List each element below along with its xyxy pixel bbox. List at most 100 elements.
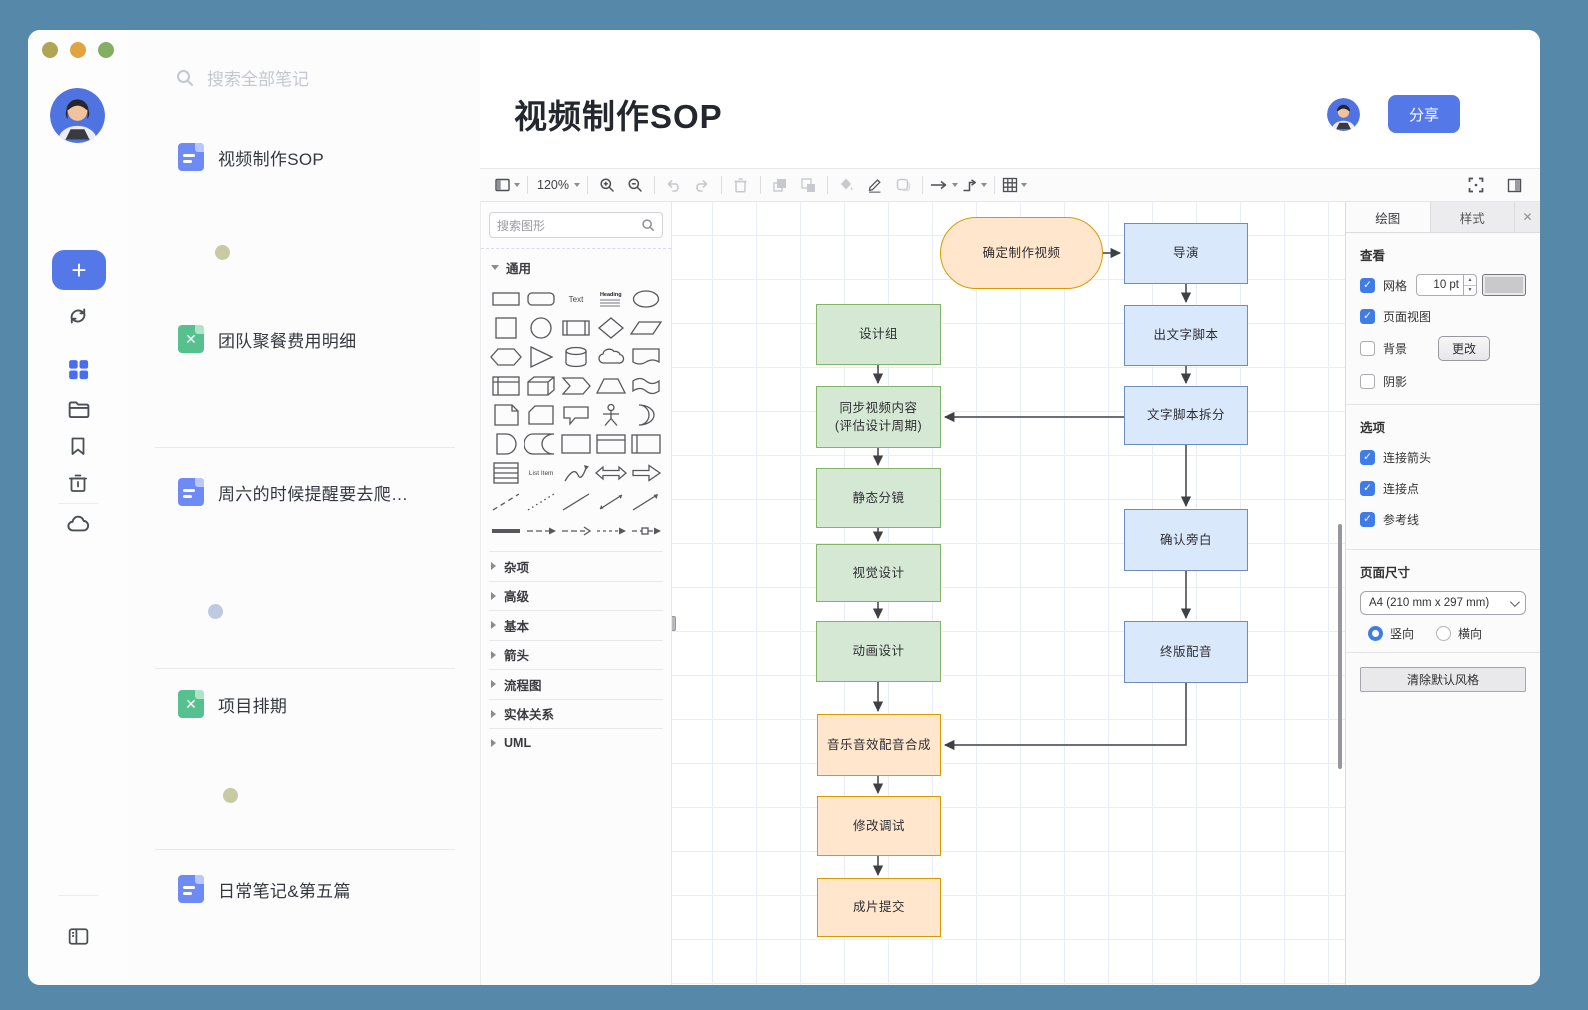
shape-callout[interactable] [559, 401, 594, 429]
shape-parallelogram[interactable] [628, 314, 663, 342]
tab-style[interactable]: 样式 [1429, 202, 1514, 232]
diagram-canvas[interactable]: 确定制作视频导演出文字脚本文字脚本拆分确认旁白终版配音 设计组同步视频内容(评估设… [672, 202, 1345, 985]
shape-circle[interactable] [524, 314, 559, 342]
shape-note[interactable] [489, 401, 524, 429]
checkbox-checked-icon[interactable]: ✓ [1360, 480, 1375, 496]
shape-trapezoid[interactable] [593, 372, 628, 400]
to-back-button[interactable] [796, 173, 820, 197]
fill-color-button[interactable] [835, 173, 859, 197]
shape-arrow-simple[interactable] [524, 517, 559, 545]
flowchart-node-script[interactable]: 出文字脚本 [1124, 305, 1248, 366]
zoom-in-button[interactable] [595, 173, 619, 197]
shape-list[interactable] [489, 459, 524, 487]
page-size-select[interactable]: A4 (210 mm x 297 mm) [1360, 591, 1526, 615]
window-close-button[interactable] [42, 42, 58, 58]
sidebar-item-trash[interactable] [65, 470, 91, 496]
collapse-sidebar-button[interactable] [65, 923, 91, 949]
shape-square[interactable] [489, 314, 524, 342]
flowchart-node-revise[interactable]: 修改调试 [817, 796, 941, 856]
shape-bidirectional-connector[interactable] [593, 488, 628, 516]
shape-arrow-box[interactable] [628, 517, 663, 545]
shape-rounded-rectangle[interactable] [524, 285, 559, 313]
shape-heading[interactable]: Heading [593, 285, 628, 313]
format-panel-toggle-button[interactable] [1502, 173, 1526, 197]
sidebar-item-folders[interactable] [65, 396, 91, 422]
delete-button[interactable] [729, 173, 753, 197]
undo-button[interactable] [662, 173, 686, 197]
shape-dotted-line[interactable] [524, 488, 559, 516]
shape-list-item[interactable]: List Item [528, 469, 554, 477]
panel-resize-handle[interactable] [672, 616, 676, 631]
grid-toggle-row[interactable]: ✓ 网格 10 pt ▲▼ [1360, 274, 1526, 296]
background-toggle-row[interactable]: 背景 更改 [1360, 336, 1526, 361]
section-杂项[interactable]: 杂项 [489, 551, 663, 581]
shape-directional-connector[interactable] [628, 488, 663, 516]
shape-diamond[interactable] [593, 314, 628, 342]
sync-button[interactable] [65, 303, 91, 329]
shape-data-storage[interactable] [524, 430, 559, 458]
section-流程图[interactable]: 流程图 [489, 669, 663, 699]
shape-or[interactable] [628, 401, 663, 429]
note-list-item[interactable]: ✕团队聚餐费用明细 [178, 325, 356, 353]
flowchart-node-director[interactable]: 导演 [1124, 223, 1248, 284]
option-row-连接箭头[interactable]: ✓连接箭头 [1360, 446, 1526, 468]
shape-link[interactable] [489, 517, 524, 545]
shape-rectangle[interactable] [489, 285, 524, 313]
clear-default-style-button[interactable]: 清除默认风格 [1360, 667, 1526, 692]
sidebar-item-dashboard[interactable] [65, 356, 91, 382]
shape-arrow-open[interactable] [559, 517, 594, 545]
shape-step[interactable] [559, 372, 594, 400]
radio-unselected-icon[interactable] [1436, 626, 1452, 641]
section-箭头[interactable]: 箭头 [489, 639, 663, 670]
shape-cylinder[interactable] [559, 343, 594, 371]
shape-document[interactable] [628, 343, 663, 371]
collaborator-avatar[interactable] [1327, 97, 1360, 131]
flowchart-node-voiceover[interactable]: 确认旁白 [1124, 509, 1248, 571]
zoom-level-dropdown[interactable]: 120% [535, 173, 580, 197]
canvas-scrollbar[interactable] [1338, 524, 1342, 769]
shadow-button[interactable] [891, 173, 915, 197]
shape-text[interactable]: Text [568, 294, 584, 304]
flowchart-node-script-split[interactable]: 文字脚本拆分 [1124, 386, 1248, 445]
shape-line[interactable] [559, 488, 594, 516]
view-button[interactable] [495, 173, 520, 197]
line-color-button[interactable] [863, 173, 887, 197]
checkbox-checked-icon[interactable]: ✓ [1360, 277, 1375, 293]
radio-selected-icon[interactable] [1368, 626, 1383, 641]
checkbox-checked-icon[interactable]: ✓ [1360, 511, 1375, 527]
flowchart-node-submit[interactable]: 成片提交 [817, 878, 941, 937]
zoom-out-button[interactable] [623, 173, 647, 197]
shape-bidirectional-arrow[interactable] [593, 459, 628, 487]
shadow-toggle-row[interactable]: 阴影 [1360, 370, 1526, 392]
section-general[interactable]: 通用 [489, 249, 663, 281]
shape-container[interactable] [559, 430, 594, 458]
to-front-button[interactable] [768, 173, 792, 197]
shape-arrow-dashed[interactable] [593, 517, 628, 545]
flowchart-node-sync[interactable]: 同步视频内容(评估设计周期) [816, 386, 941, 448]
checkbox-unchecked-icon[interactable] [1360, 341, 1375, 356]
shape-process[interactable] [559, 314, 594, 342]
window-zoom-button[interactable] [98, 42, 114, 58]
note-list-item[interactable]: 周六的时候提醒要去爬… [178, 478, 408, 506]
note-list-item[interactable]: 视频制作SOP [178, 143, 324, 171]
change-background-button[interactable]: 更改 [1437, 336, 1490, 361]
section-高级[interactable]: 高级 [489, 580, 663, 611]
shape-cube[interactable] [524, 372, 559, 400]
shape-arrow[interactable] [628, 459, 663, 487]
flowchart-node-final-dub[interactable]: 终版配音 [1124, 621, 1248, 683]
shape-cloud[interactable] [593, 343, 628, 371]
note-list-item[interactable]: 日常笔记&第五篇 [178, 875, 351, 903]
fullscreen-button[interactable] [1464, 173, 1488, 197]
option-row-参考线[interactable]: ✓参考线 [1360, 508, 1526, 530]
flowchart-node-visual[interactable]: 视觉设计 [816, 544, 941, 602]
table-button[interactable] [1002, 173, 1027, 197]
section-基本[interactable]: 基本 [489, 610, 663, 640]
grid-color-swatch[interactable] [1482, 274, 1526, 296]
orientation-portrait[interactable]: 竖向 [1368, 625, 1414, 642]
flowchart-node-start[interactable]: 确定制作视频 [940, 217, 1103, 289]
orientation-landscape[interactable]: 横向 [1436, 625, 1482, 642]
shape-triangle[interactable] [524, 343, 559, 371]
flowchart-node-design-team[interactable]: 设计组 [816, 304, 941, 365]
shape-vertical-container[interactable] [628, 430, 663, 458]
option-row-连接点[interactable]: ✓连接点 [1360, 477, 1526, 499]
